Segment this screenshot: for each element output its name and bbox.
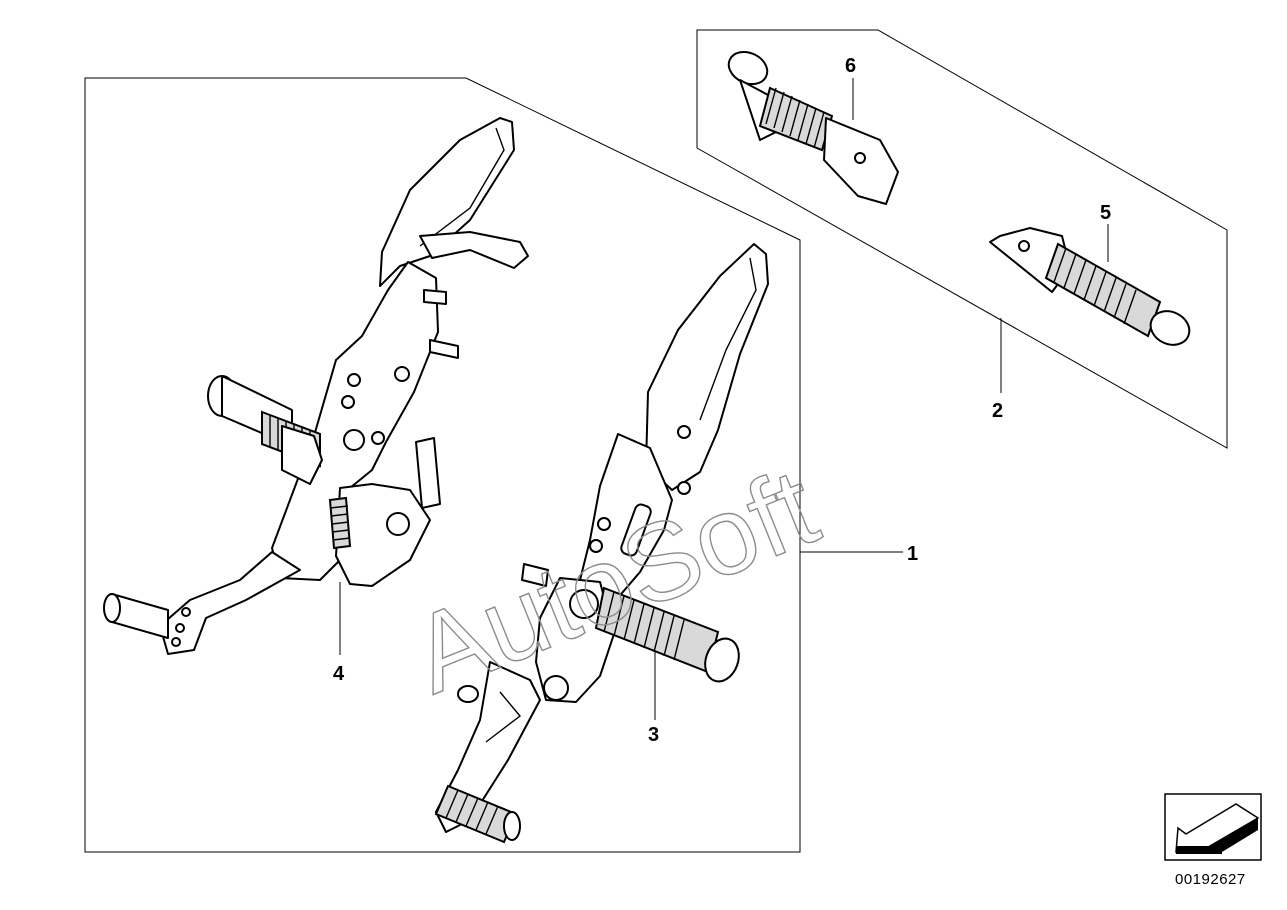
callout-2: 2 [992, 400, 1003, 422]
footpeg-5-drawing [989, 227, 1191, 346]
assembly-frame-2 [696, 29, 1228, 449]
callout-5: 5 [1100, 202, 1111, 224]
callout-1: 1 [907, 543, 918, 565]
callout-3: 3 [648, 724, 659, 746]
callout-6: 6 [845, 55, 856, 77]
rearset-left-4-drawing [103, 117, 529, 655]
footpeg-6-drawing [727, 50, 899, 205]
callout-4: 4 [333, 663, 345, 685]
rearset-right-3-drawing [434, 243, 769, 844]
diagram-part-number: 00192627 [1175, 871, 1246, 888]
assembly-frame-1 [84, 77, 801, 853]
arrow-down-left-icon[interactable] [1164, 793, 1262, 861]
